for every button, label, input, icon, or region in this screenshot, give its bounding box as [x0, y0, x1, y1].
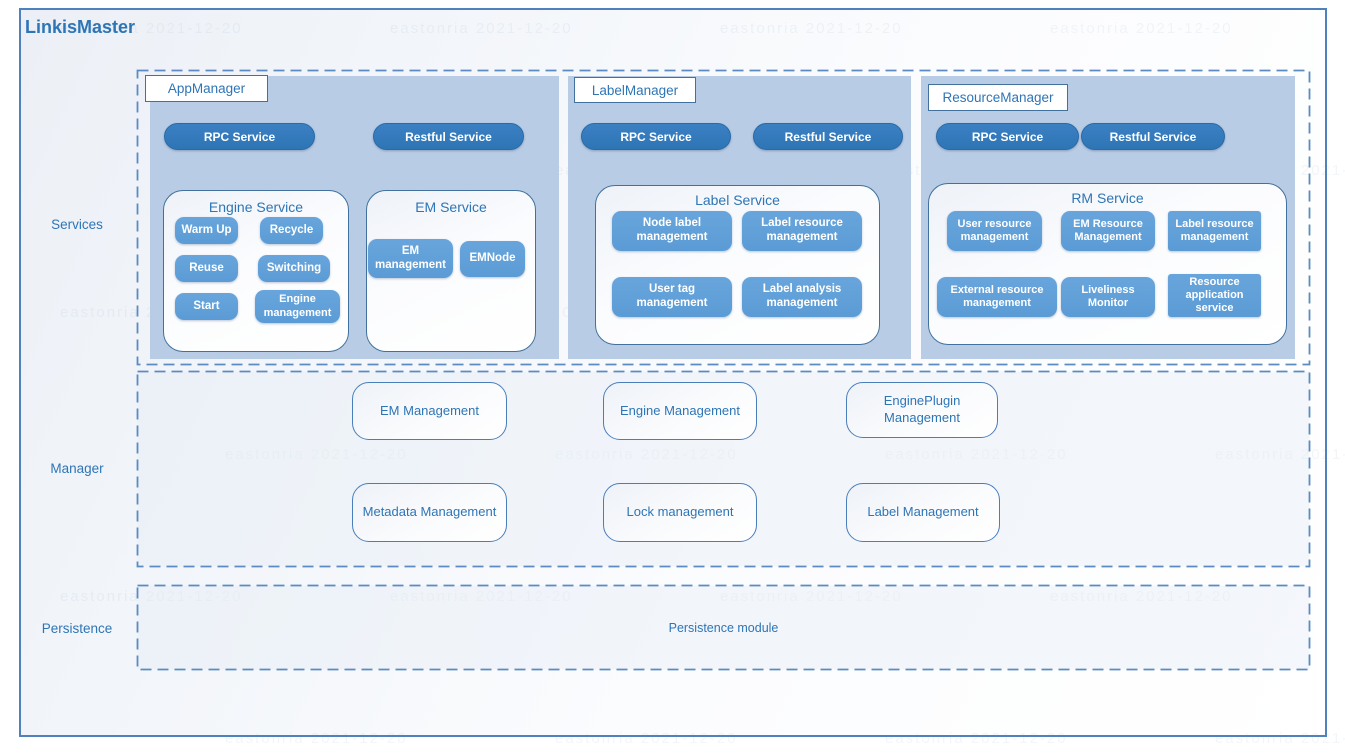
node-switching: Switching — [258, 255, 330, 282]
node-reuse: Reuse — [175, 255, 238, 282]
node-engineplugin-management-box: EnginePlugin Management — [846, 382, 998, 438]
node-metadata-management-box: Metadata Management — [352, 483, 507, 542]
node-label-resource-management-rm: Label resource management — [1168, 211, 1261, 251]
node-liveliness-monitor: Liveliness Monitor — [1061, 277, 1155, 317]
node-warm-up: Warm Up — [175, 217, 238, 244]
node-user-resource-management: User resource management — [947, 211, 1042, 251]
node-em-management-box: EM Management — [352, 382, 507, 440]
appmanager-title-box: AppManager — [145, 75, 268, 102]
row-label-persistence: Persistence — [41, 621, 113, 636]
node-start: Start — [175, 293, 238, 320]
labelmanager-restful-service-pill: Restful Service — [753, 123, 903, 150]
labelmanager-title-box: LabelManager — [574, 77, 696, 103]
node-label-management-box: Label Management — [846, 483, 1000, 542]
labelmanager-rpc-service-pill: RPC Service — [581, 123, 731, 150]
node-label-analysis-management: Label analysis management — [742, 277, 862, 317]
node-user-tag-management: User tag management — [612, 277, 732, 317]
row-label-manager: Manager — [50, 461, 104, 476]
resourcemanager-title-box: ResourceManager — [928, 84, 1068, 111]
node-recycle: Recycle — [260, 217, 323, 244]
label-service-title: Label Service — [695, 192, 780, 208]
label-service-box: Label Service — [595, 185, 880, 345]
resourcemanager-restful-service-pill: Restful Service — [1081, 123, 1225, 150]
node-engine-management: Engine management — [255, 290, 340, 323]
persistence-module-label: Persistence module — [668, 621, 779, 635]
node-lock-management-box: Lock management — [603, 483, 757, 542]
node-em-resource-management: EM Resource Management — [1061, 211, 1155, 251]
node-label-resource-management: Label resource management — [742, 211, 862, 251]
rm-service-title: RM Service — [1071, 190, 1144, 206]
rm-service-box: RM Service — [928, 183, 1287, 345]
em-service-title: EM Service — [415, 199, 487, 215]
node-external-resource-management: External resource management — [937, 277, 1057, 317]
appmanager-rpc-service-pill: RPC Service — [164, 123, 315, 150]
row-label-services: Services — [51, 217, 103, 232]
appmanager-restful-service-pill: Restful Service — [373, 123, 524, 150]
node-engine-management-box: Engine Management — [603, 382, 757, 440]
node-em-management: EM management — [368, 239, 453, 278]
node-emnode: EMNode — [460, 241, 525, 277]
engine-service-title: Engine Service — [208, 199, 304, 215]
page-title: LinkisMaster — [25, 17, 136, 37]
node-node-label-management: Node label management — [612, 211, 732, 251]
resourcemanager-rpc-service-pill: RPC Service — [936, 123, 1079, 150]
node-resource-application-service: Resource application service — [1168, 274, 1261, 317]
